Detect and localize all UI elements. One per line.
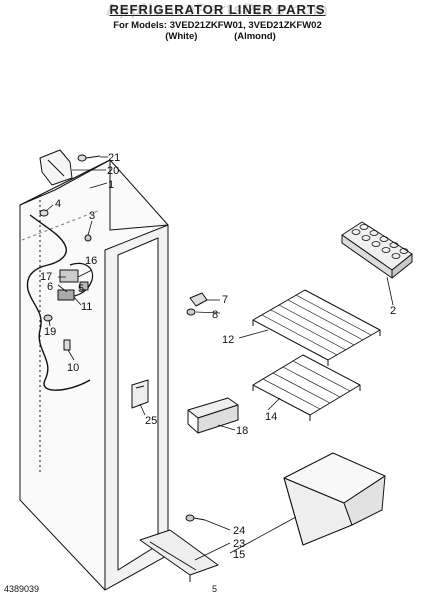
bottom-bracket [139,529,219,582]
callout-12: 12 [222,334,234,346]
wire-shelf-lower [252,354,361,421]
callout-20: 20 [107,165,119,177]
variant-white: (White) [165,31,198,42]
variant-row: (White) (Almond) [0,31,435,42]
wiring-harness [26,214,91,391]
control-knob [79,281,89,291]
top-bracket [39,149,73,186]
callout-5: 5 [78,283,84,295]
screw-19 [43,314,53,322]
screw-8 [186,308,196,316]
document-number: 4389039 [4,584,40,594]
clip-4 [39,209,49,217]
callout-10: 10 [67,362,79,374]
callout-19: 19 [44,326,56,338]
callout-17: 17 [40,271,52,283]
shelf-bracket [187,397,239,434]
callout-3: 3 [89,210,95,222]
variant-almond: (Almond) [234,31,276,42]
clip-10 [63,339,71,351]
bracket-25 [131,379,149,409]
thermostat [57,289,75,301]
callout-2: 2 [390,305,396,317]
callout-7: 7 [222,294,228,306]
ice-cube-tray [341,221,413,279]
page-title: REFRIGERATOR LINER PARTS [109,2,326,17]
models-line: For Models: 3VED21ZKFW01, 3VED21ZKFW02 [113,20,322,31]
screw-24 [185,514,206,522]
callout-11: 11 [81,301,92,313]
model-info: For Models: 3VED21ZKFW01, 3VED21ZKFW02 (… [0,20,435,42]
callout-8: 8 [212,309,218,321]
callout-14: 14 [265,411,277,423]
screw-21 [77,154,101,162]
callout-16: 16 [85,255,97,267]
page-header: REFRIGERATOR LINER PARTS For Models: 3VE… [0,2,435,42]
wire-shelf-upper [252,289,381,366]
page-number: 5 [212,584,218,594]
callout-18: 18 [236,425,248,437]
leader-lines [45,156,394,561]
watermark: AppliancePartsPros.com [105,0,330,19]
callout-24: 24 [233,525,245,537]
control-housing [59,269,79,283]
shelf-support [189,292,208,307]
screw-3 [84,234,92,242]
callout-15: 15 [233,549,245,561]
callout-4: 4 [55,198,61,210]
callout-6: 6 [47,281,53,293]
callout-25: 25 [145,415,157,427]
callout-1: 1 [108,179,114,191]
callout-23: 23 [233,538,245,550]
storage-bin [283,452,386,546]
callout-21: 21 [108,152,120,164]
liner-body [19,159,169,591]
